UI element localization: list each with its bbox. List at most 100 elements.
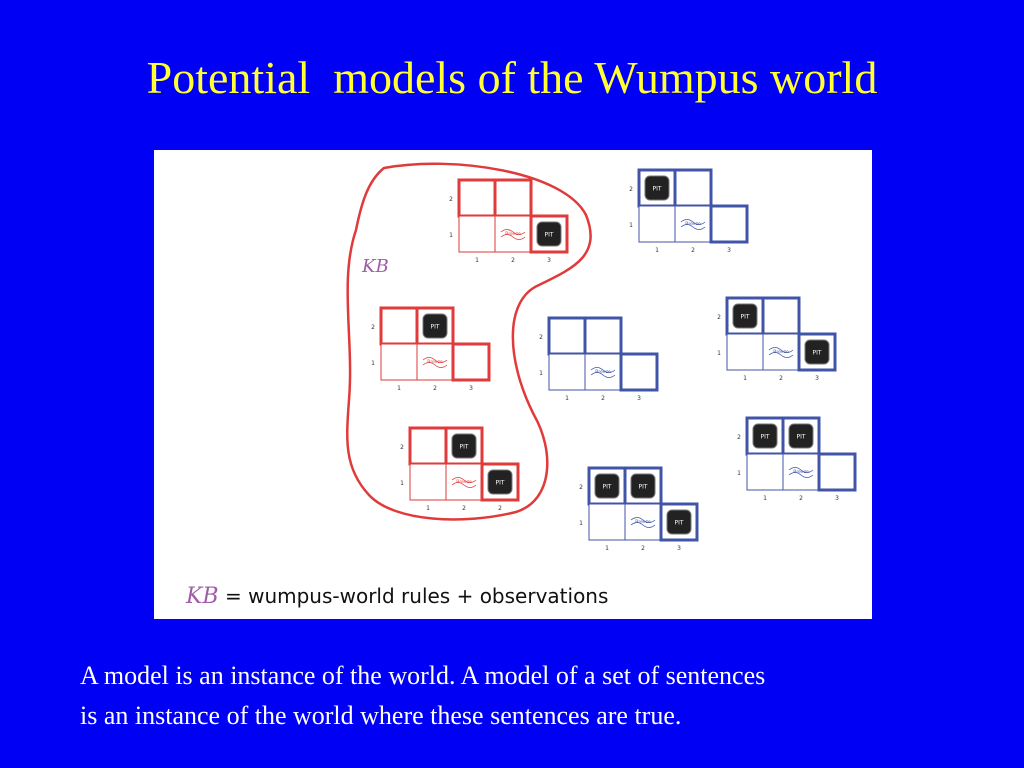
col-label: 3 [677, 545, 681, 552]
caption-text: wumpus-world rules + observations [248, 584, 609, 608]
row-label: 2 [449, 196, 453, 203]
col-label: 2 [498, 505, 502, 512]
cell-1-1 [548, 353, 586, 391]
col-label: 3 [547, 257, 551, 264]
col-label: 1 [605, 545, 609, 552]
row-label: 2 [737, 434, 741, 441]
model-grid-7: PIT PIT Breeze 2 1 1 2 3 [737, 416, 857, 502]
cell-2-1 [584, 353, 622, 391]
breeze-icon [451, 477, 477, 488]
cell-1-1 [746, 453, 784, 491]
slide-title: Potential models of the Wumpus world [146, 52, 878, 103]
body-text: A model is an instance of the world. A m… [80, 656, 1000, 736]
row-label: 1 [717, 350, 721, 357]
pit-label: PIT [740, 314, 749, 321]
cell-3-1 [709, 204, 749, 244]
kb-region-label: KB [361, 256, 389, 277]
pit-icon [788, 423, 814, 449]
cell-3-1 [817, 452, 857, 492]
kb-boundary [346, 162, 592, 521]
breeze-icon [788, 467, 814, 478]
pit-label: PIT [544, 232, 553, 239]
pit-label: PIT [459, 444, 468, 451]
col-label: 2 [462, 505, 466, 512]
pit-icon [804, 339, 830, 365]
breeze-icon [590, 367, 616, 378]
breeze-label: Breeze [595, 369, 611, 375]
col-label: 2 [779, 375, 783, 382]
col-label: 1 [655, 247, 659, 254]
pit-icon [666, 509, 692, 535]
col-label: 2 [511, 257, 515, 264]
col-label: 3 [469, 385, 473, 392]
cell-1-1 [458, 215, 496, 253]
col-label: 3 [835, 495, 839, 502]
pit-label: PIT [812, 350, 821, 357]
row-label: 2 [400, 444, 404, 451]
pit-label: PIT [638, 484, 647, 491]
col-label: 1 [475, 257, 479, 264]
pit-icon [644, 175, 670, 201]
pit-label: PIT [760, 434, 769, 441]
pit-label: PIT [495, 480, 504, 487]
pit-label: PIT [796, 434, 805, 441]
breeze-label: Breeze [793, 469, 809, 475]
cell-1-2 [408, 426, 448, 466]
pit-label: PIT [674, 520, 683, 527]
body-line-1: A model is an instance of the world. A m… [80, 661, 766, 690]
cell-3-1 [451, 342, 491, 382]
pit-label: PIT [652, 186, 661, 193]
row-label: 2 [539, 334, 543, 341]
cell-2-2 [761, 296, 801, 336]
row-label: 2 [371, 324, 375, 331]
row-label: 1 [539, 370, 543, 377]
cell-2-1 [445, 463, 483, 501]
cell-1-1 [588, 503, 626, 541]
row-label: 1 [371, 360, 375, 367]
breeze-icon [422, 357, 448, 368]
col-label: 2 [433, 385, 437, 392]
cell-2-2 [673, 168, 713, 208]
col-label: 3 [727, 247, 731, 254]
col-label: 1 [565, 395, 569, 402]
breeze-label: Breeze [685, 221, 701, 227]
breeze-icon [630, 517, 656, 528]
caption-equals: = [218, 584, 249, 608]
col-label: 1 [763, 495, 767, 502]
col-label: 1 [426, 505, 430, 512]
col-label: 2 [641, 545, 645, 552]
row-label: 2 [579, 484, 583, 491]
body-line-2: is an instance of the world where these … [80, 701, 682, 730]
row-label: 1 [579, 520, 583, 527]
pit-icon [487, 469, 513, 495]
pit-icon [536, 221, 562, 247]
row-label: 1 [449, 232, 453, 239]
pit-label: PIT [602, 484, 611, 491]
col-label: 2 [601, 395, 605, 402]
caption-kb-symbol: KB [186, 584, 219, 609]
pit-icon [451, 433, 477, 459]
breeze-icon [500, 229, 526, 240]
pit-icon [752, 423, 778, 449]
pit-label: PIT [430, 324, 439, 331]
row-label: 1 [737, 470, 741, 477]
figure-caption: KB = wumpus-world rules + observations [186, 584, 608, 609]
breeze-icon [680, 219, 706, 230]
cell-1-1 [638, 205, 676, 243]
col-label: 2 [691, 247, 695, 254]
breeze-icon [768, 347, 794, 358]
row-label: 1 [629, 222, 633, 229]
cell-1-2 [547, 316, 587, 356]
row-label: 2 [629, 186, 633, 193]
breeze-label: Breeze [773, 349, 789, 355]
row-label: 2 [717, 314, 721, 321]
col-label: 2 [799, 495, 803, 502]
row-label: 1 [400, 480, 404, 487]
pit-icon [594, 473, 620, 499]
col-label: 1 [743, 375, 747, 382]
